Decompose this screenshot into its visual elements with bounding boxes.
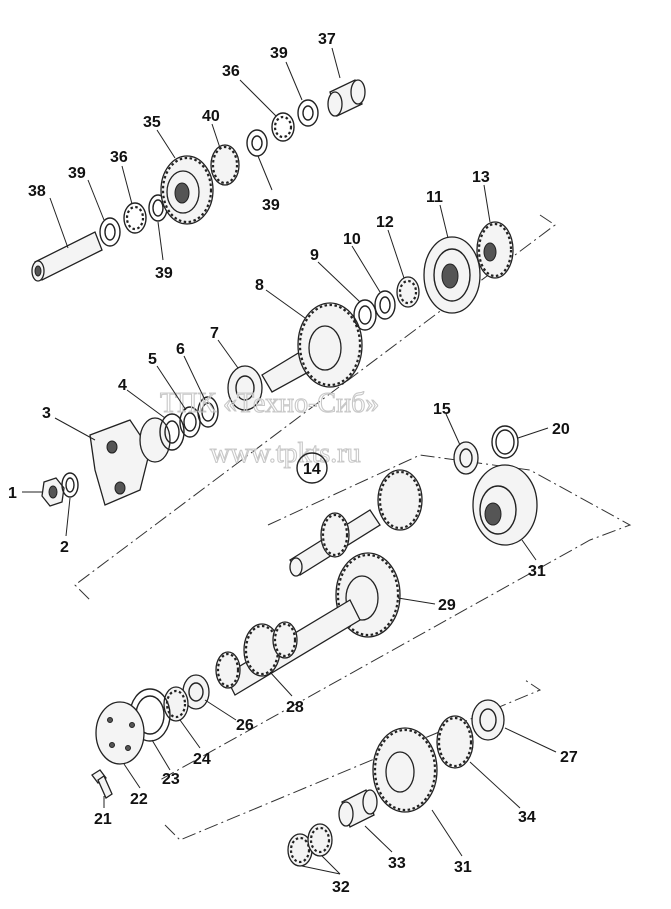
leader-lines: [22, 47, 557, 875]
flange-yoke-3: [89, 417, 171, 506]
bearing-12: [396, 276, 420, 308]
callout-39-d: 39: [270, 45, 288, 62]
callout-12: 12: [376, 214, 394, 231]
ring-9: [353, 299, 377, 331]
assembly-frame-upper: [74, 214, 556, 601]
callout-9: 9: [310, 247, 319, 264]
bearing-7: [227, 365, 263, 411]
callout-20: 20: [552, 421, 570, 438]
needle-bearing-36-left: [123, 202, 147, 234]
washer-2: [61, 472, 79, 498]
washer-39-left: [99, 217, 121, 247]
callout-39-a: 39: [68, 165, 86, 182]
shaft-gear-assembly-14: [289, 469, 423, 577]
callout-26-b: 27: [560, 749, 578, 766]
needle-bearings-32: [287, 823, 333, 867]
callout-2: 2: [60, 539, 69, 556]
callout-22: 22: [130, 791, 148, 808]
assembly-frame-lower: [164, 679, 542, 841]
callout-39-c: 39: [262, 197, 280, 214]
callout-labels: 38 39 36 39 35 40 36 39 39 37 11 13 12 1…: [8, 31, 578, 896]
callout-37: 37: [318, 31, 336, 48]
assembly-frame-middle: [159, 454, 632, 781]
callout-27: 28: [286, 699, 304, 716]
callout-5: 5: [148, 351, 157, 368]
callout-21: 21: [94, 811, 112, 828]
callout-33: 33: [388, 855, 406, 872]
gear-31: [372, 727, 438, 813]
callout-15: 15: [433, 401, 451, 418]
callout-7: 7: [210, 325, 219, 342]
bushing-37: [327, 79, 366, 117]
watermark-line2: www.tpkts.ru: [210, 438, 361, 469]
callout-10: 10: [343, 231, 361, 248]
watermark-line1: ТПК «Техно-Сиб»: [160, 388, 379, 419]
ring-10: [374, 290, 396, 320]
seal-4: [159, 413, 185, 451]
pin-38: [31, 231, 103, 282]
nut-1: [41, 477, 65, 507]
washer-39-upper: [246, 129, 268, 157]
callout-39-b: 39: [155, 265, 173, 282]
gear-34: [436, 715, 474, 769]
callout-35: 35: [143, 114, 161, 131]
countershaft-27: [215, 599, 361, 696]
callout-26-a: 26: [236, 717, 254, 734]
cover-22: [95, 701, 145, 765]
washer-39-top: [297, 99, 319, 127]
ring-6: [197, 396, 219, 428]
callout-14-circle: [296, 452, 328, 484]
callout-32: 32: [332, 879, 350, 896]
callout-29: 31: [528, 563, 546, 580]
callout-13: 13: [472, 169, 490, 186]
callout-14: 14: [303, 461, 321, 478]
main-shaft-gear-8: [261, 302, 363, 393]
bearing-26-middle: [182, 674, 210, 710]
callout-8: 8: [255, 277, 264, 294]
ring-20: [491, 425, 519, 459]
callout-1: 1: [8, 485, 17, 502]
callout-6: 6: [176, 341, 185, 358]
bearing-26-lower: [471, 699, 505, 741]
callout-36-b: 36: [222, 63, 240, 80]
cluster-gear-35: [160, 144, 240, 225]
callout-36-a: 36: [110, 149, 128, 166]
gear-13: [476, 221, 514, 279]
bolt-21: [91, 769, 113, 799]
callout-34: 34: [518, 809, 536, 826]
ring-15: [453, 441, 479, 475]
synchronizer-hub-29: [472, 464, 538, 546]
synchronizer-11: [423, 236, 481, 314]
callout-31: 31: [454, 859, 472, 876]
callout-24: 24: [193, 751, 211, 768]
callout-3: 3: [42, 405, 51, 422]
callout-38: 38: [28, 183, 46, 200]
callout-23: 23: [162, 771, 180, 788]
callout-28: 29: [438, 597, 456, 614]
callout-4: 4: [118, 377, 127, 394]
bushing-33: [338, 789, 378, 828]
needle-bearing-36-upper: [271, 112, 295, 142]
callout-11: 11: [426, 189, 443, 206]
callout-40: 40: [202, 108, 220, 125]
